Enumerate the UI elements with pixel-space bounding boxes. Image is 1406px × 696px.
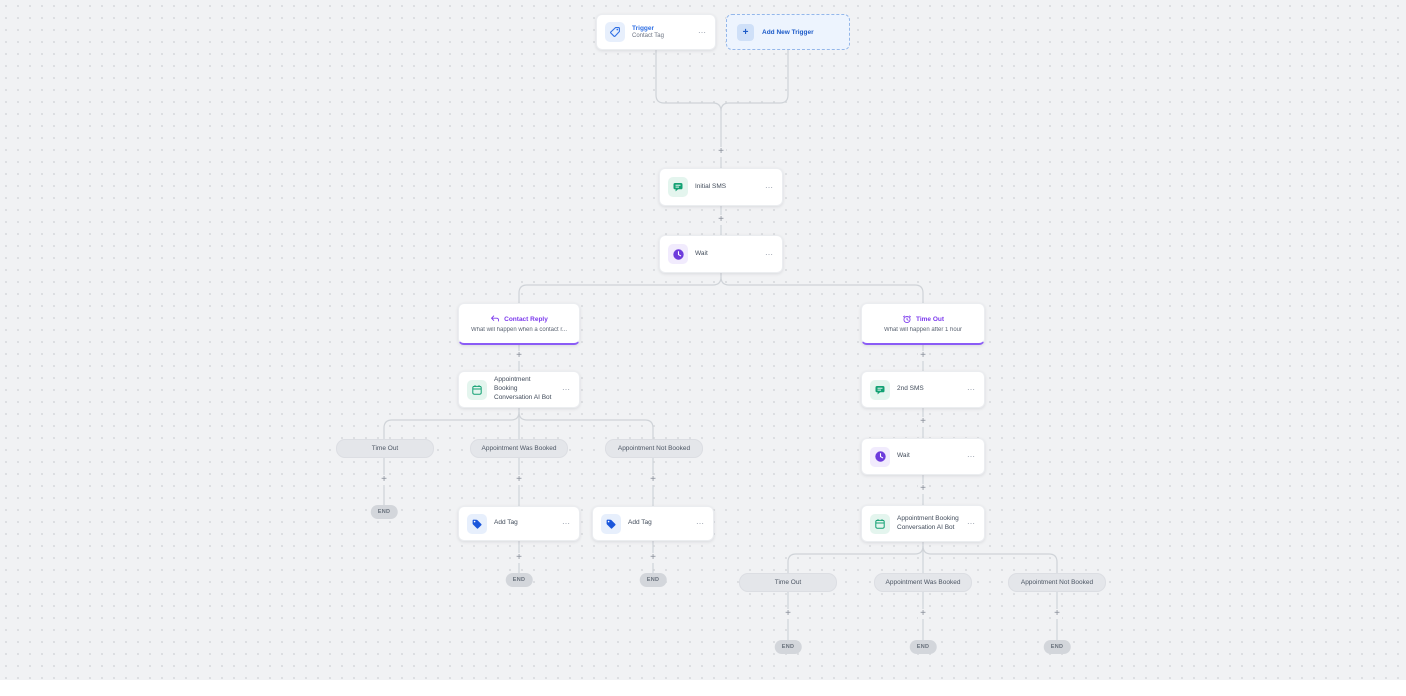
calendar-icon	[467, 379, 487, 400]
add-step-button[interactable]: +	[514, 351, 524, 361]
node-menu-button[interactable]: ⋯	[562, 519, 571, 528]
trigger-node[interactable]: Trigger Contact Tag ⋯	[596, 14, 716, 50]
plus-square-icon: +	[737, 23, 754, 41]
node-menu-button[interactable]: ⋯	[562, 385, 571, 394]
second-sms-node[interactable]: 2nd SMS ⋯	[861, 371, 985, 408]
canvas-bottom-edge	[0, 680, 1406, 696]
alarm-clock-icon	[902, 315, 911, 323]
clock-icon	[870, 446, 890, 467]
node-title: Wait	[695, 249, 708, 257]
outcome-pill-appointment-not-booked[interactable]: Appointment Not Booked	[605, 439, 703, 458]
trigger-subtitle: Contact Tag	[632, 33, 664, 39]
add-step-button[interactable]: +	[1052, 609, 1062, 619]
outcome-pill-time-out[interactable]: Time Out	[739, 573, 837, 592]
add-tag-node[interactable]: Add Tag ⋯	[592, 506, 714, 541]
add-step-button[interactable]: +	[514, 553, 524, 563]
add-new-trigger-button[interactable]: + Add New Trigger	[726, 14, 850, 50]
contact-tag-icon	[605, 22, 625, 42]
node-title: Initial SMS	[695, 182, 727, 190]
add-step-button[interactable]: +	[918, 484, 928, 494]
appointment-booking-ai-bot-node[interactable]: Appointment Booking Conversation AI Bot …	[458, 371, 580, 408]
end-badge: END	[505, 573, 533, 587]
branch-subtitle: What will happen when a contact r...	[470, 327, 568, 333]
add-step-button[interactable]: +	[918, 609, 928, 619]
node-menu-button[interactable]: ⋯	[698, 27, 707, 37]
branch-subtitle: What will happen after 1 hour	[883, 327, 963, 333]
add-step-button[interactable]: +	[648, 553, 658, 563]
outcome-pill-time-out[interactable]: Time Out	[336, 439, 434, 458]
node-menu-button[interactable]: ⋯	[967, 452, 976, 461]
node-menu-button[interactable]: ⋯	[967, 385, 976, 394]
add-step-button[interactable]: +	[648, 475, 658, 485]
sms-icon	[668, 177, 688, 197]
add-step-button[interactable]: +	[716, 147, 726, 157]
node-title: Appointment Booking Conversation AI Bot	[897, 514, 959, 531]
add-step-button[interactable]: +	[783, 609, 793, 619]
wait-node-right[interactable]: Wait ⋯	[861, 438, 985, 475]
add-tag-node[interactable]: Add Tag ⋯	[458, 506, 580, 541]
outcome-pill-appointment-not-booked[interactable]: Appointment Not Booked	[1008, 573, 1106, 592]
branch-title: Contact Reply	[504, 315, 548, 323]
node-title: Wait	[897, 452, 910, 460]
reply-arrow-icon	[491, 315, 500, 322]
appointment-booking-ai-bot-node[interactable]: Appointment Booking Conversation AI Bot …	[861, 505, 985, 542]
end-badge: END	[639, 573, 667, 587]
node-menu-button[interactable]: ⋯	[696, 519, 705, 528]
node-menu-button[interactable]: ⋯	[967, 519, 976, 528]
add-new-trigger-label: Add New Trigger	[762, 28, 814, 36]
add-step-button[interactable]: +	[918, 351, 928, 361]
add-step-button[interactable]: +	[514, 475, 524, 485]
trigger-title: Trigger	[632, 25, 655, 32]
end-badge: END	[909, 640, 937, 654]
outcome-pill-appointment-was-booked[interactable]: Appointment Was Booked	[470, 439, 568, 458]
add-step-button[interactable]: +	[716, 215, 726, 225]
timeout-branch-node[interactable]: Time Out What will happen after 1 hour	[861, 303, 985, 345]
tag-icon	[601, 513, 621, 534]
clock-icon	[668, 244, 688, 264]
tag-icon	[467, 513, 487, 534]
end-badge: END	[774, 640, 802, 654]
wait-node[interactable]: Wait ⋯	[659, 235, 783, 273]
node-title: Appointment Booking Conversation AI Bot	[494, 376, 552, 401]
initial-sms-node[interactable]: Initial SMS ⋯	[659, 168, 783, 206]
branch-title: Time Out	[915, 315, 945, 323]
end-badge: END	[1043, 640, 1071, 654]
node-title: Add Tag	[628, 519, 652, 527]
node-menu-button[interactable]: ⋯	[765, 182, 774, 192]
end-badge: END	[370, 505, 398, 519]
node-title: 2nd SMS	[897, 385, 924, 393]
add-step-button[interactable]: +	[918, 417, 928, 427]
sms-icon	[870, 379, 890, 400]
calendar-icon	[870, 513, 890, 534]
outcome-pill-appointment-was-booked[interactable]: Appointment Was Booked	[874, 573, 972, 592]
node-menu-button[interactable]: ⋯	[765, 249, 774, 259]
contact-reply-branch-node[interactable]: Contact Reply What will happen when a co…	[458, 303, 580, 345]
add-step-button[interactable]: +	[379, 475, 389, 485]
node-title: Add Tag	[494, 519, 518, 527]
